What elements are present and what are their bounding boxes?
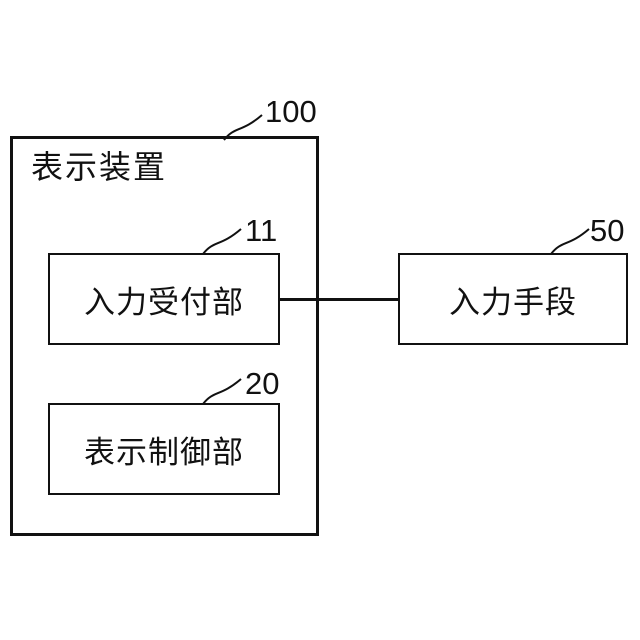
device-box (10, 136, 319, 536)
input-means-label: 入力手段 (449, 284, 577, 320)
ref-label-50: 50 (590, 213, 625, 248)
input-means-box: 入力手段 (398, 253, 628, 345)
input-reception-label: 入力受付部 (84, 284, 244, 320)
display-control-label: 表示制御部 (84, 434, 244, 470)
ref-label-20: 20 (245, 366, 280, 401)
ref-label-100: 100 (265, 94, 317, 129)
display-control-box: 表示制御部 (48, 403, 280, 495)
ref-label-11: 11 (245, 213, 278, 248)
input-reception-box: 入力受付部 (48, 253, 280, 345)
device-label: 表示装置 (31, 149, 168, 185)
leader-line-50 (550, 228, 590, 255)
